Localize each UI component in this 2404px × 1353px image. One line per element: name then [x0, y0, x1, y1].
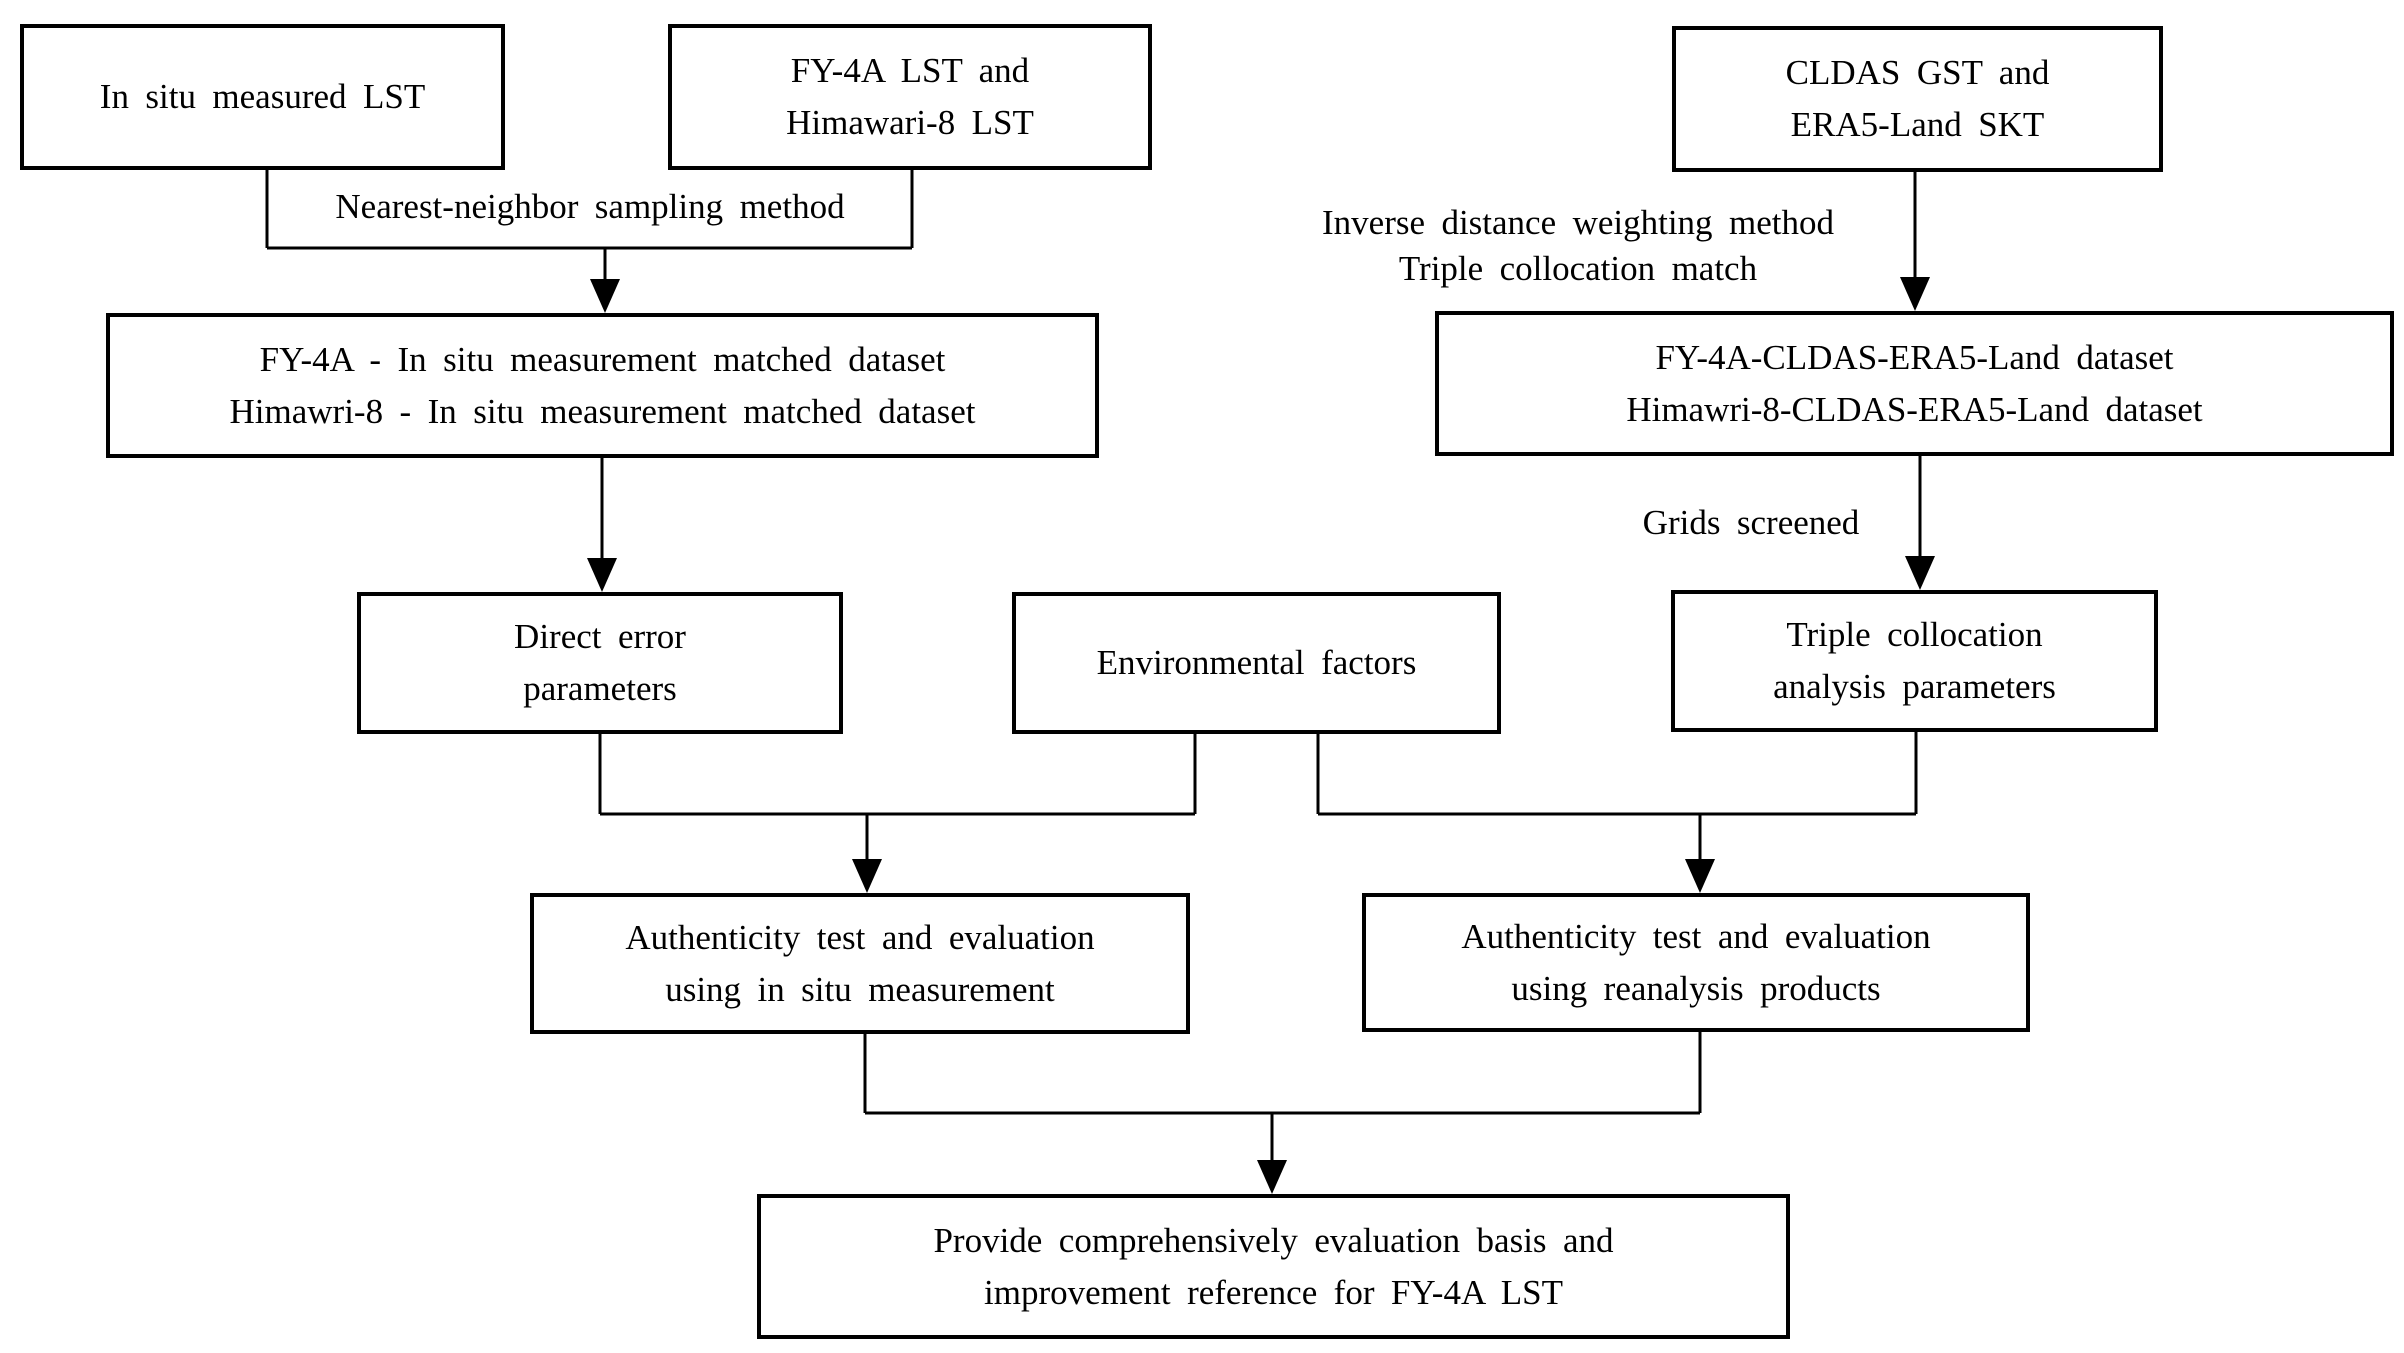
node-cldas-era5-dataset: FY-4A-CLDAS-ERA5-Land dataset Himawri-8-… [1435, 311, 2394, 456]
node-environmental-factors: Environmental factors [1012, 592, 1501, 734]
node-text-line: Environmental factors [1096, 643, 1417, 682]
edge-matched-to-direct-error [587, 458, 617, 592]
node-triple-collocation-params: Triple collocation analysis parameters [1671, 590, 2158, 732]
node-text-line: Authenticity test and evaluation [625, 917, 1095, 957]
node-authenticity-reanalysis: Authenticity test and evaluation using r… [1362, 893, 2030, 1032]
arrowhead [1900, 277, 1930, 311]
node-text-line: ERA5-Land SKT [1790, 105, 2045, 144]
edge-label-grids-screened: Grids screened [1598, 500, 1904, 546]
edge-left-merge [598, 734, 1197, 893]
node-cldas-era5-skt: CLDAS GST and ERA5-Land SKT [1672, 26, 2163, 172]
arrowhead [1905, 556, 1935, 590]
node-text-line: using reanalysis products [1511, 968, 1881, 1008]
node-text-line: Triple collocation [1786, 615, 2043, 654]
edge-cldas-to-dataset [1900, 172, 1930, 311]
edge-label-line: Triple collocation match [1398, 249, 1758, 288]
node-text-line: FY-4A-CLDAS-ERA5-Land dataset [1655, 337, 2174, 377]
node-text-line: Himawari-8 LST [786, 103, 1034, 142]
edge-label-idw-triple-match: Inverse distance weighting method Triple… [1248, 200, 1908, 292]
edge-top-left-merge [265, 170, 914, 313]
edge-right-merge [1316, 732, 1918, 893]
edge-bottom-merge [863, 1032, 1702, 1194]
node-in-situ-measured-lst: In situ measured LST [20, 24, 505, 170]
node-text-line: CLDAS GST and [1785, 53, 2050, 92]
edge-label-line: Inverse distance weighting method [1322, 203, 1834, 242]
arrowhead [1685, 859, 1715, 893]
arrowhead [587, 558, 617, 592]
node-text-line: FY-4A - In situ measurement matched data… [259, 339, 946, 379]
node-text-line: analysis parameters [1773, 667, 2056, 706]
node-direct-error-parameters: Direct error parameters [357, 592, 843, 734]
node-text-line: In situ measured LST [99, 77, 426, 116]
node-text-line: Direct error [514, 617, 686, 656]
node-final-basis: Provide comprehensively evaluation basis… [757, 1194, 1790, 1339]
node-text-line: Authenticity test and evaluation [1461, 916, 1931, 956]
edge-dataset-to-tc-params [1905, 456, 1935, 590]
node-authenticity-in-situ: Authenticity test and evaluation using i… [530, 893, 1190, 1034]
node-text-line: improvement reference for FY-4A LST [984, 1272, 1563, 1312]
node-in-situ-matched-dataset: FY-4A - In situ measurement matched data… [106, 313, 1099, 458]
node-text-line: Himawri-8-CLDAS-ERA5-Land dataset [1626, 389, 2203, 429]
arrowhead [590, 279, 620, 313]
edge-label-line: Nearest-neighbor sampling method [335, 187, 845, 226]
arrowhead [1257, 1160, 1287, 1194]
node-text-line: Himawri-8 - In situ measurement matched … [229, 391, 976, 431]
edge-label-nearest-neighbor: Nearest-neighbor sampling method [270, 184, 910, 230]
arrowhead [852, 859, 882, 893]
node-text-line: using in situ measurement [665, 969, 1055, 1009]
node-fy4a-himawari-lst: FY-4A LST and Himawari-8 LST [668, 24, 1152, 170]
node-text-line: Provide comprehensively evaluation basis… [933, 1220, 1614, 1260]
node-text-line: FY-4A LST and [790, 51, 1030, 90]
node-text-line: parameters [523, 669, 677, 708]
edge-label-line: Grids screened [1642, 503, 1860, 542]
